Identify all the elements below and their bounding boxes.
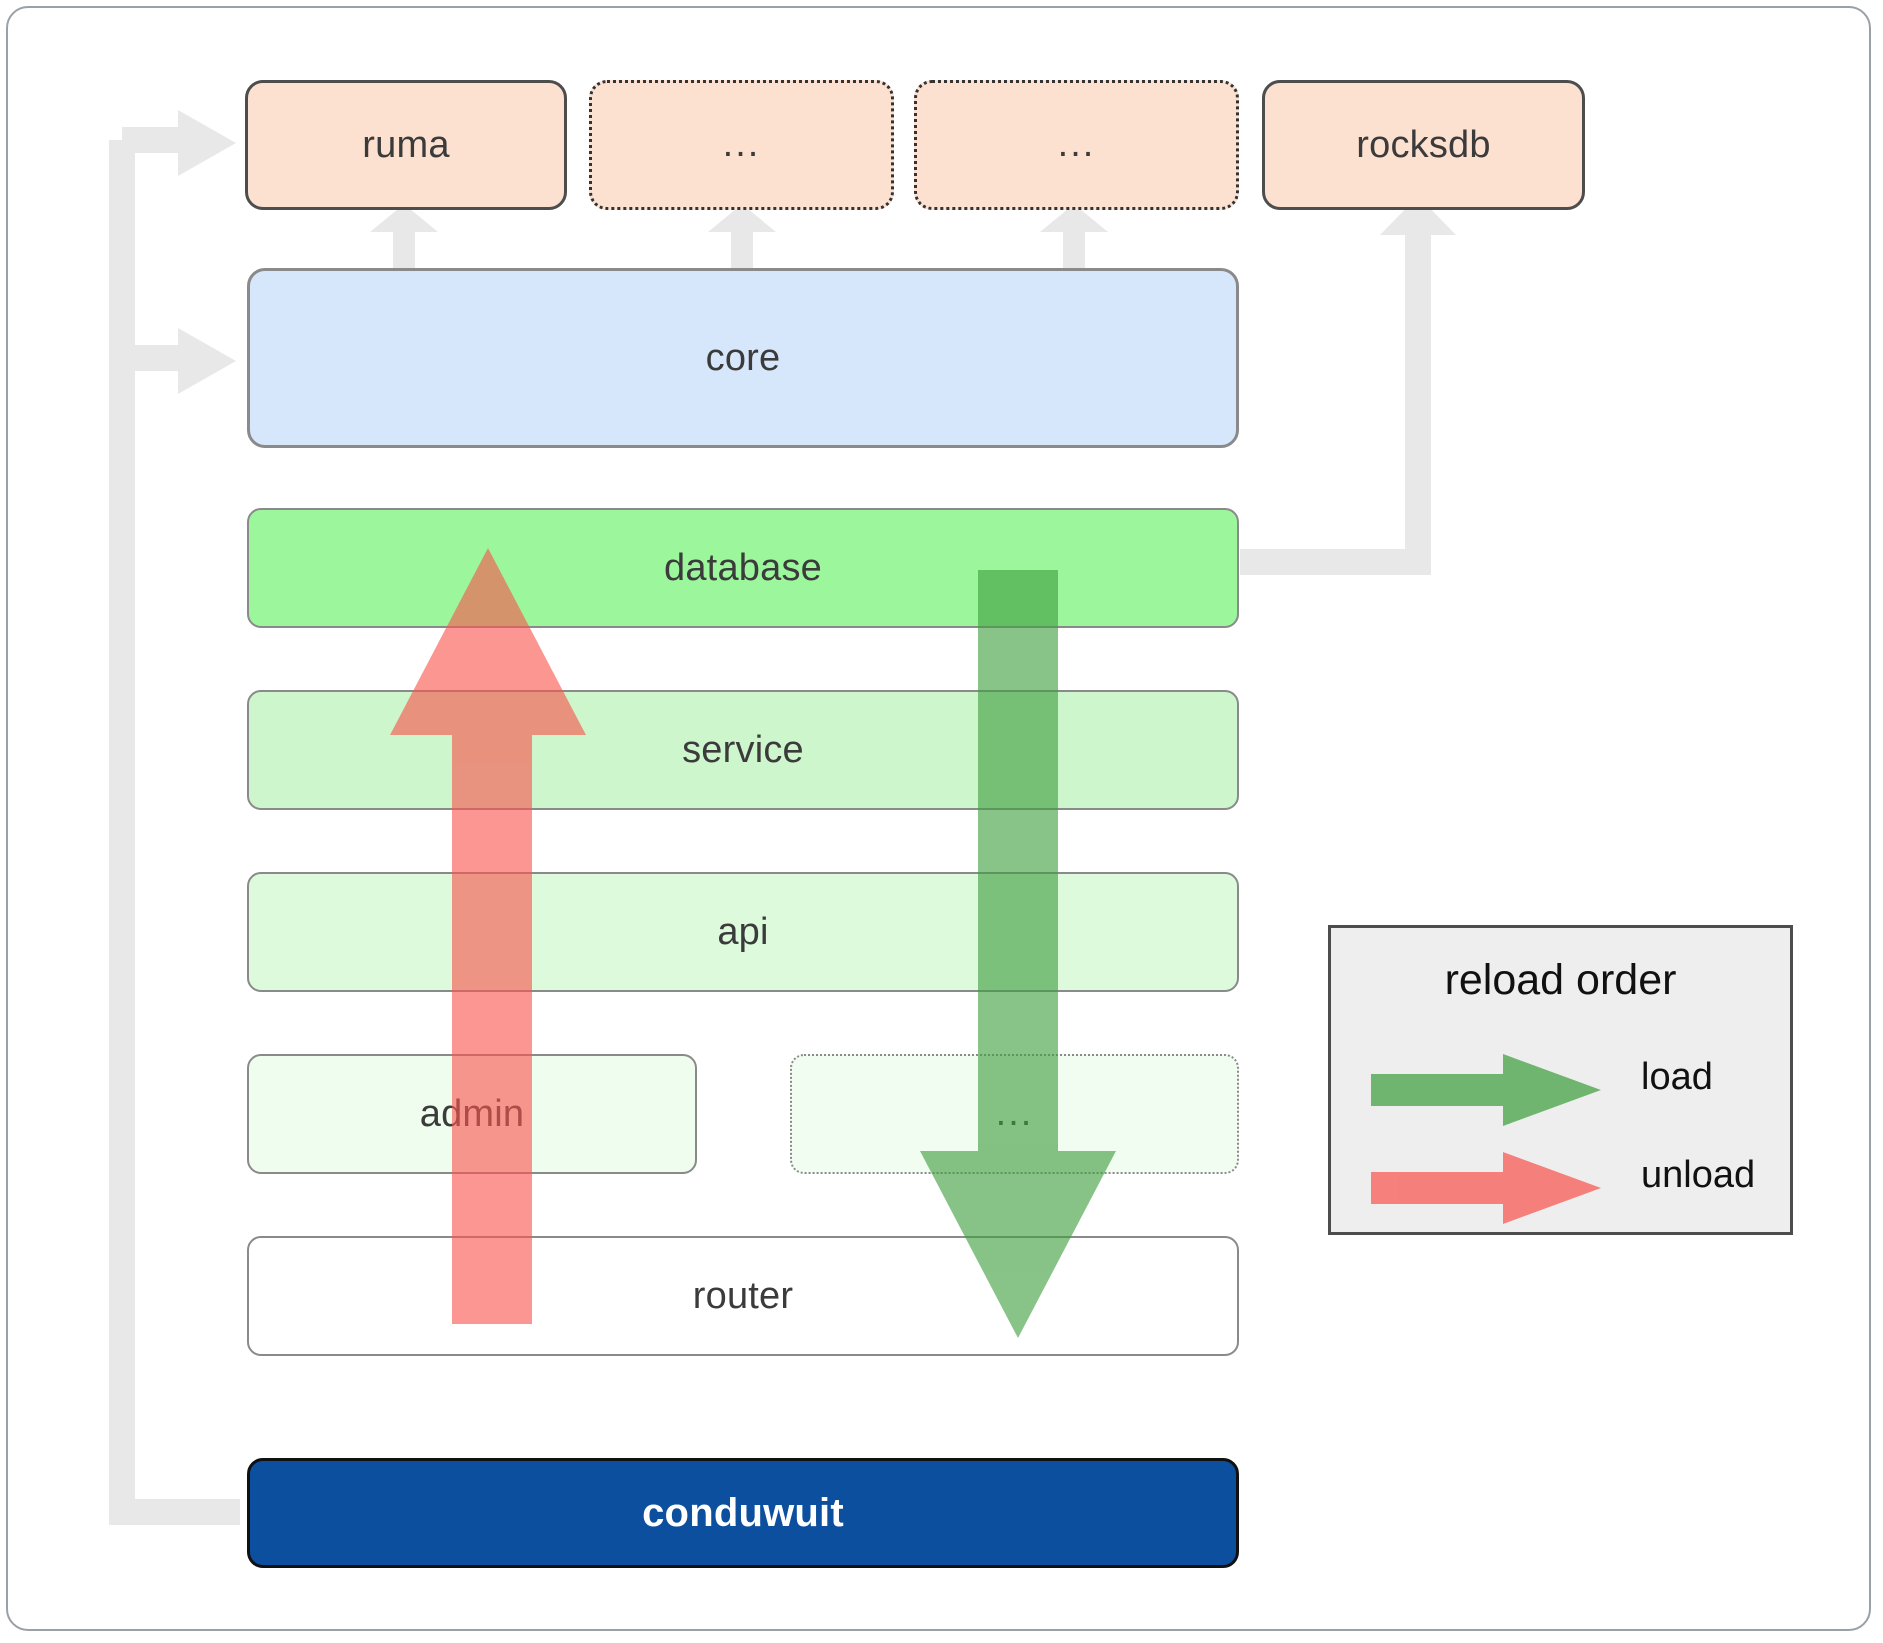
dependency-label-ellipsis-1: ... [722,123,761,166]
dependency-label-ellipsis-2: ... [1057,123,1096,166]
layer-box-ellipsis[interactable]: ... [790,1054,1239,1174]
layer-box-admin[interactable]: admin [247,1054,697,1174]
layer-box-api[interactable]: api [247,872,1239,992]
layer-box-service[interactable]: service [247,690,1239,810]
legend-label-load: load [1641,1056,1713,1098]
dependency-box-ellipsis-1[interactable]: ... [589,80,894,210]
legend-title: reload order [1444,956,1677,1004]
layer-label-service: service [682,728,804,771]
dependency-box-ruma[interactable]: ruma [245,80,567,210]
dependency-box-rocksdb[interactable]: rocksdb [1262,80,1585,210]
dependency-label-rocksdb: rocksdb [1356,123,1491,166]
layer-label-core: core [705,336,781,379]
legend-label-unload: unload [1641,1154,1756,1196]
layer-label-api: api [717,910,769,953]
layer-label-admin: admin [419,1092,525,1135]
legend-row-load: load [1331,1048,1790,1128]
binary-box-conduwuit[interactable]: conduwuit [247,1458,1239,1568]
dependency-label-ruma: ruma [362,123,450,166]
unload-arrow-icon [1371,1152,1601,1224]
diagram-frame [6,6,1871,1631]
legend-row-unload: unload [1331,1146,1790,1226]
dependency-box-ellipsis-2[interactable]: ... [914,80,1239,210]
layer-box-router[interactable]: router [247,1236,1239,1356]
layer-label-ellipsis: ... [995,1092,1034,1135]
binary-label-conduwuit: conduwuit [642,1490,844,1535]
layer-label-database: database [664,546,822,589]
load-arrow-icon [1371,1054,1601,1126]
layer-box-core[interactable]: core [247,268,1239,448]
layer-box-database[interactable]: database [247,508,1239,628]
legend-panel: reload order load unload [1328,925,1793,1235]
layer-label-router: router [692,1274,794,1317]
